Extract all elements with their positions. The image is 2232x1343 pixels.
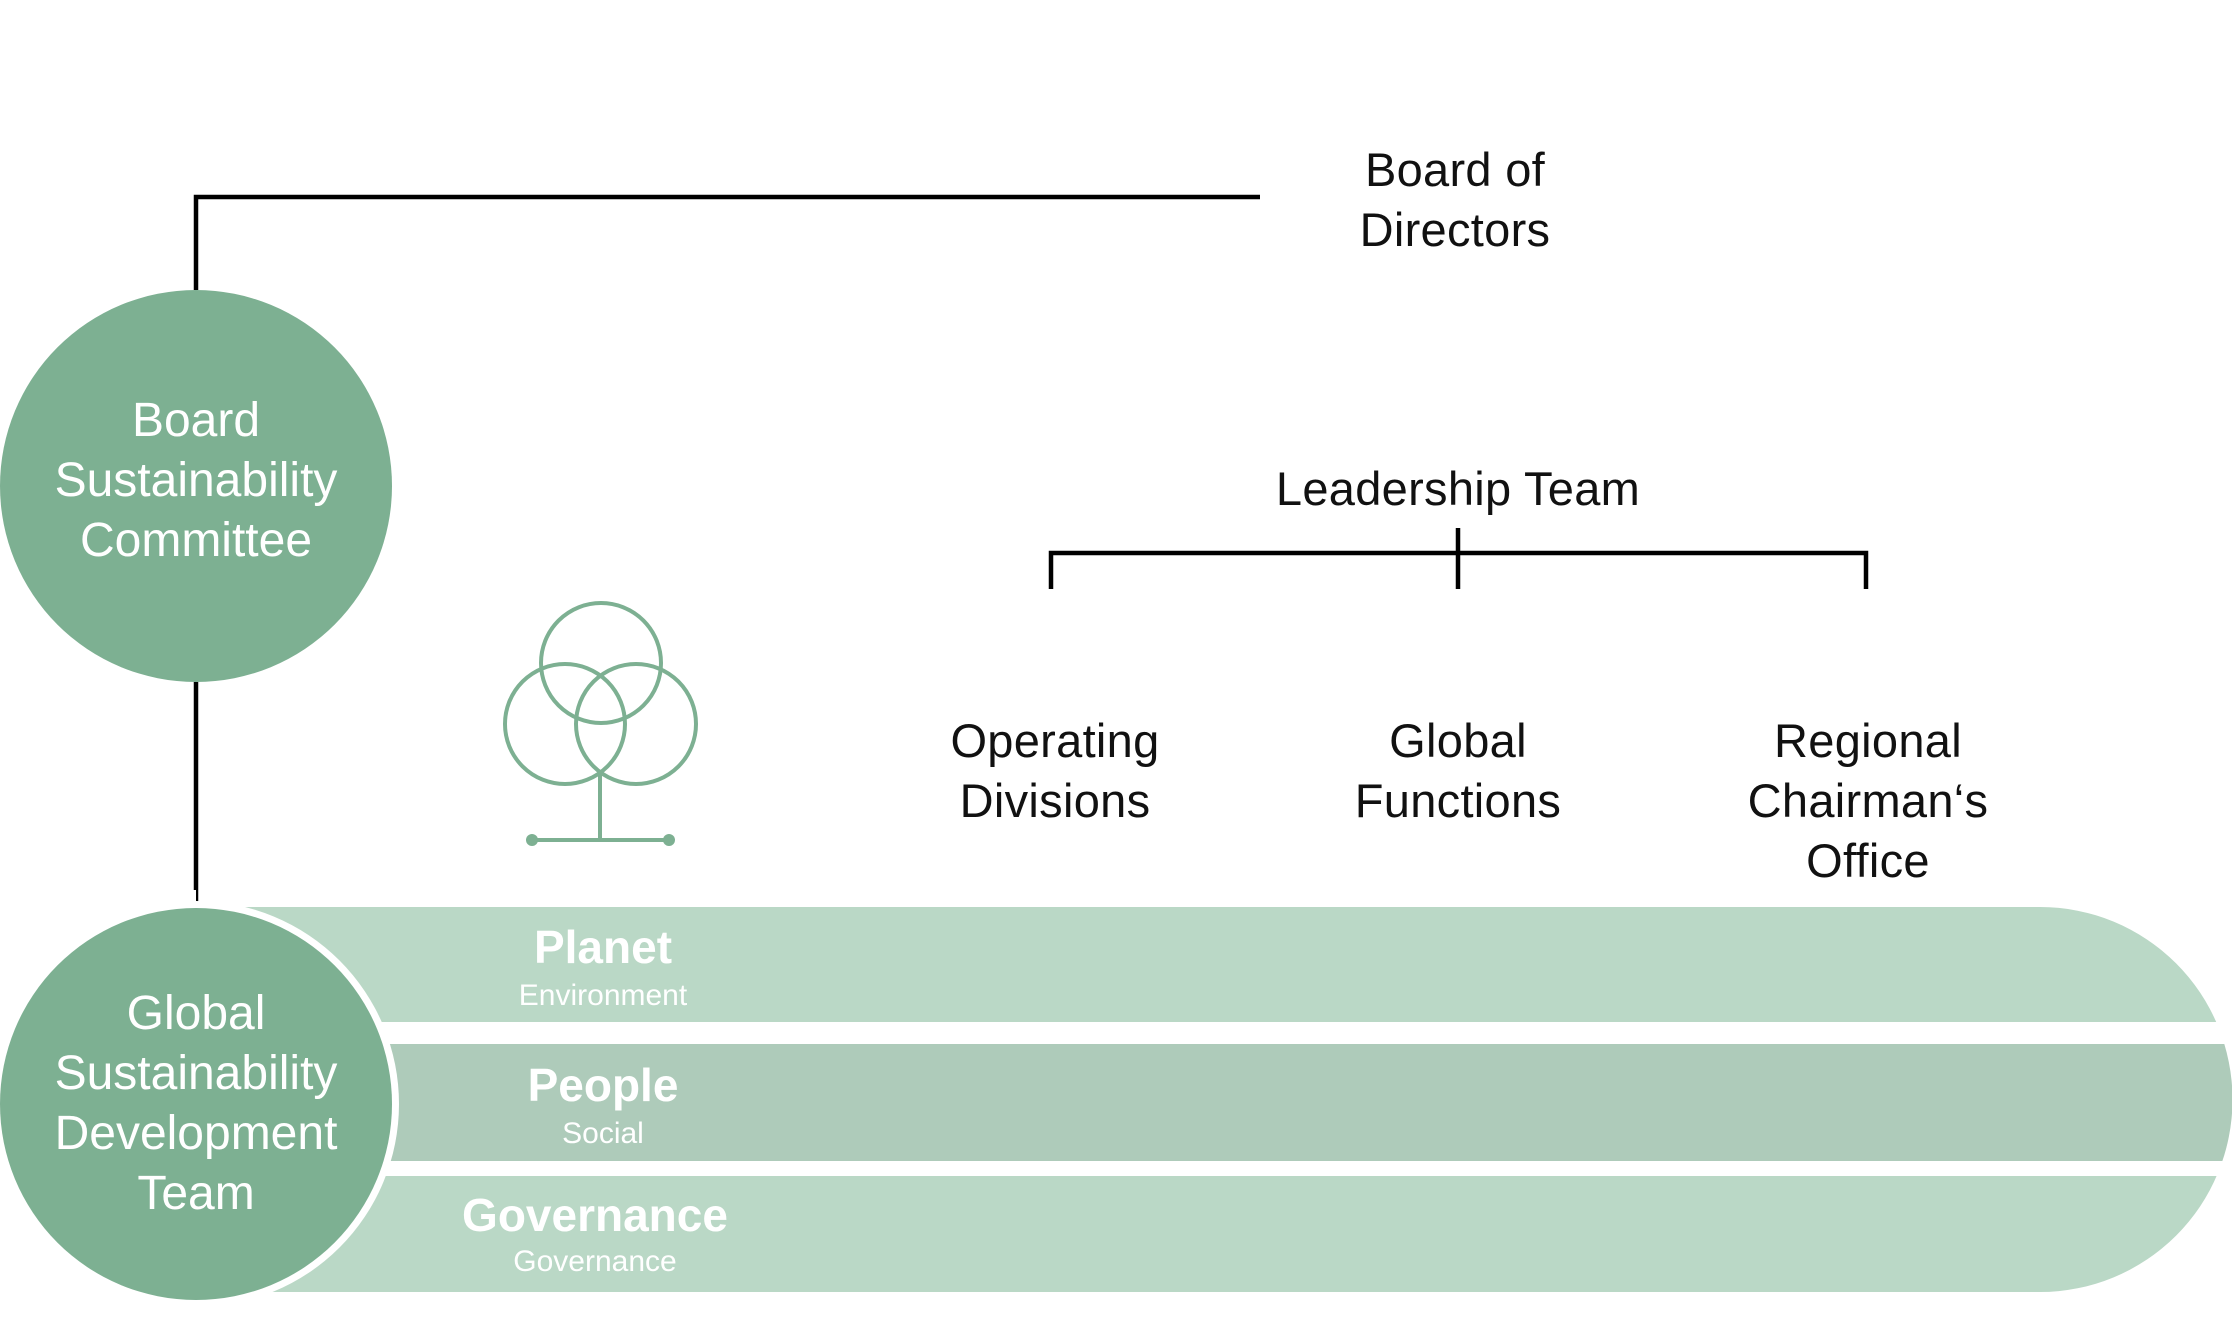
connector-board-to-committee [193,194,1260,290]
global-functions-label: Global Functions [1354,714,1562,827]
board-of-directors-label: Board of Directors [1359,143,1551,256]
band-governance [196,1176,2232,1292]
leadership-team-label: Leadership Team [1275,462,1641,515]
band-people [196,1044,2232,1161]
leadership-bracket [1048,528,1869,589]
band-planet [196,907,2232,1022]
board-sustainability-committee-label: Board Sustainability Committee [54,394,338,567]
pillar-governance-title: Governance [462,1189,728,1241]
pillar-people-title: People [527,1059,679,1111]
pillar-people-subtitle: Social [562,1117,644,1150]
operating-divisions-label: Operating Divisions [950,714,1160,827]
band-people-tip [2210,1044,2232,1161]
tree-icon-base-dots [526,834,675,846]
board-sustainability-committee-circle [0,290,392,682]
pillar-planet-title: Planet [533,921,673,973]
tree-icon [503,601,698,842]
global-sustainability-team-circle [0,908,392,1300]
pillar-governance-subtitle: Governance [513,1245,677,1278]
pillar-planet-subtitle: Environment [518,979,688,1012]
global-sustainability-development-team-label: Global Sustainability Development Team [54,987,338,1220]
regional-chairmans-office-label: Regional Chairman‘s Office [1747,714,1989,887]
